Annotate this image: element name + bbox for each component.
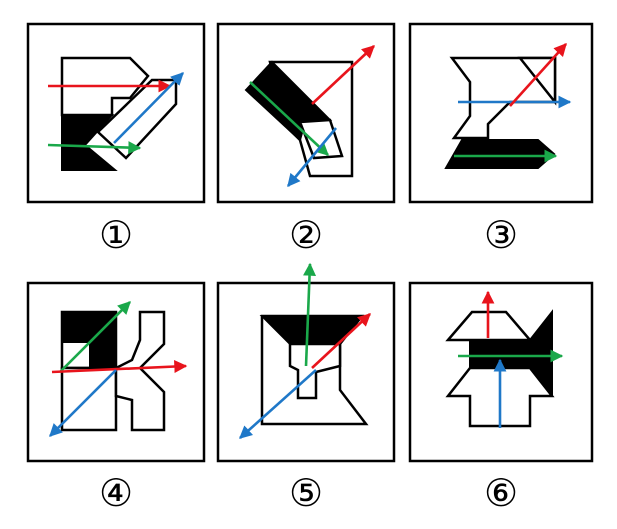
panel-2-green-arrow <box>249 81 329 156</box>
panel-3-label: ③ <box>483 213 519 257</box>
panel-5 <box>216 262 396 463</box>
panel-3-corner-piece <box>517 56 557 106</box>
panel-2-label: ② <box>288 213 324 257</box>
panel-2-blue-arrow <box>286 127 338 188</box>
panel-2-small-piece <box>298 118 344 160</box>
panel-3-frame <box>408 22 594 204</box>
panel-6-label: ⑥ <box>483 471 519 515</box>
panel-4-green-arrow <box>59 301 131 373</box>
panel-2-red-arrow <box>311 45 375 105</box>
panel-3 <box>408 22 594 204</box>
panel-5-label: ⑤ <box>288 471 324 515</box>
panel-4-red-arrow <box>51 360 188 374</box>
panel-2 <box>216 22 396 204</box>
panel-1-blue-arrow <box>113 72 184 144</box>
panel-3-black-arrow-piece <box>444 139 556 169</box>
panel-4-blue-arrow <box>49 369 117 437</box>
panel-1-black-piece <box>61 114 118 171</box>
panel-1-label: ① <box>98 213 134 257</box>
panel-5-blue-arrow <box>239 369 317 439</box>
panel-1 <box>26 22 206 204</box>
panel-4-label: ④ <box>98 471 134 515</box>
panel-4-zigzag-piece <box>114 310 166 432</box>
panel-1-green-arrow <box>47 141 142 155</box>
panel-6 <box>408 281 594 463</box>
panel-5-green-arrow <box>303 262 317 367</box>
panel-3-red-arrow <box>509 43 567 107</box>
panel-5-red-arrow <box>311 313 371 369</box>
panel-4 <box>26 281 206 463</box>
